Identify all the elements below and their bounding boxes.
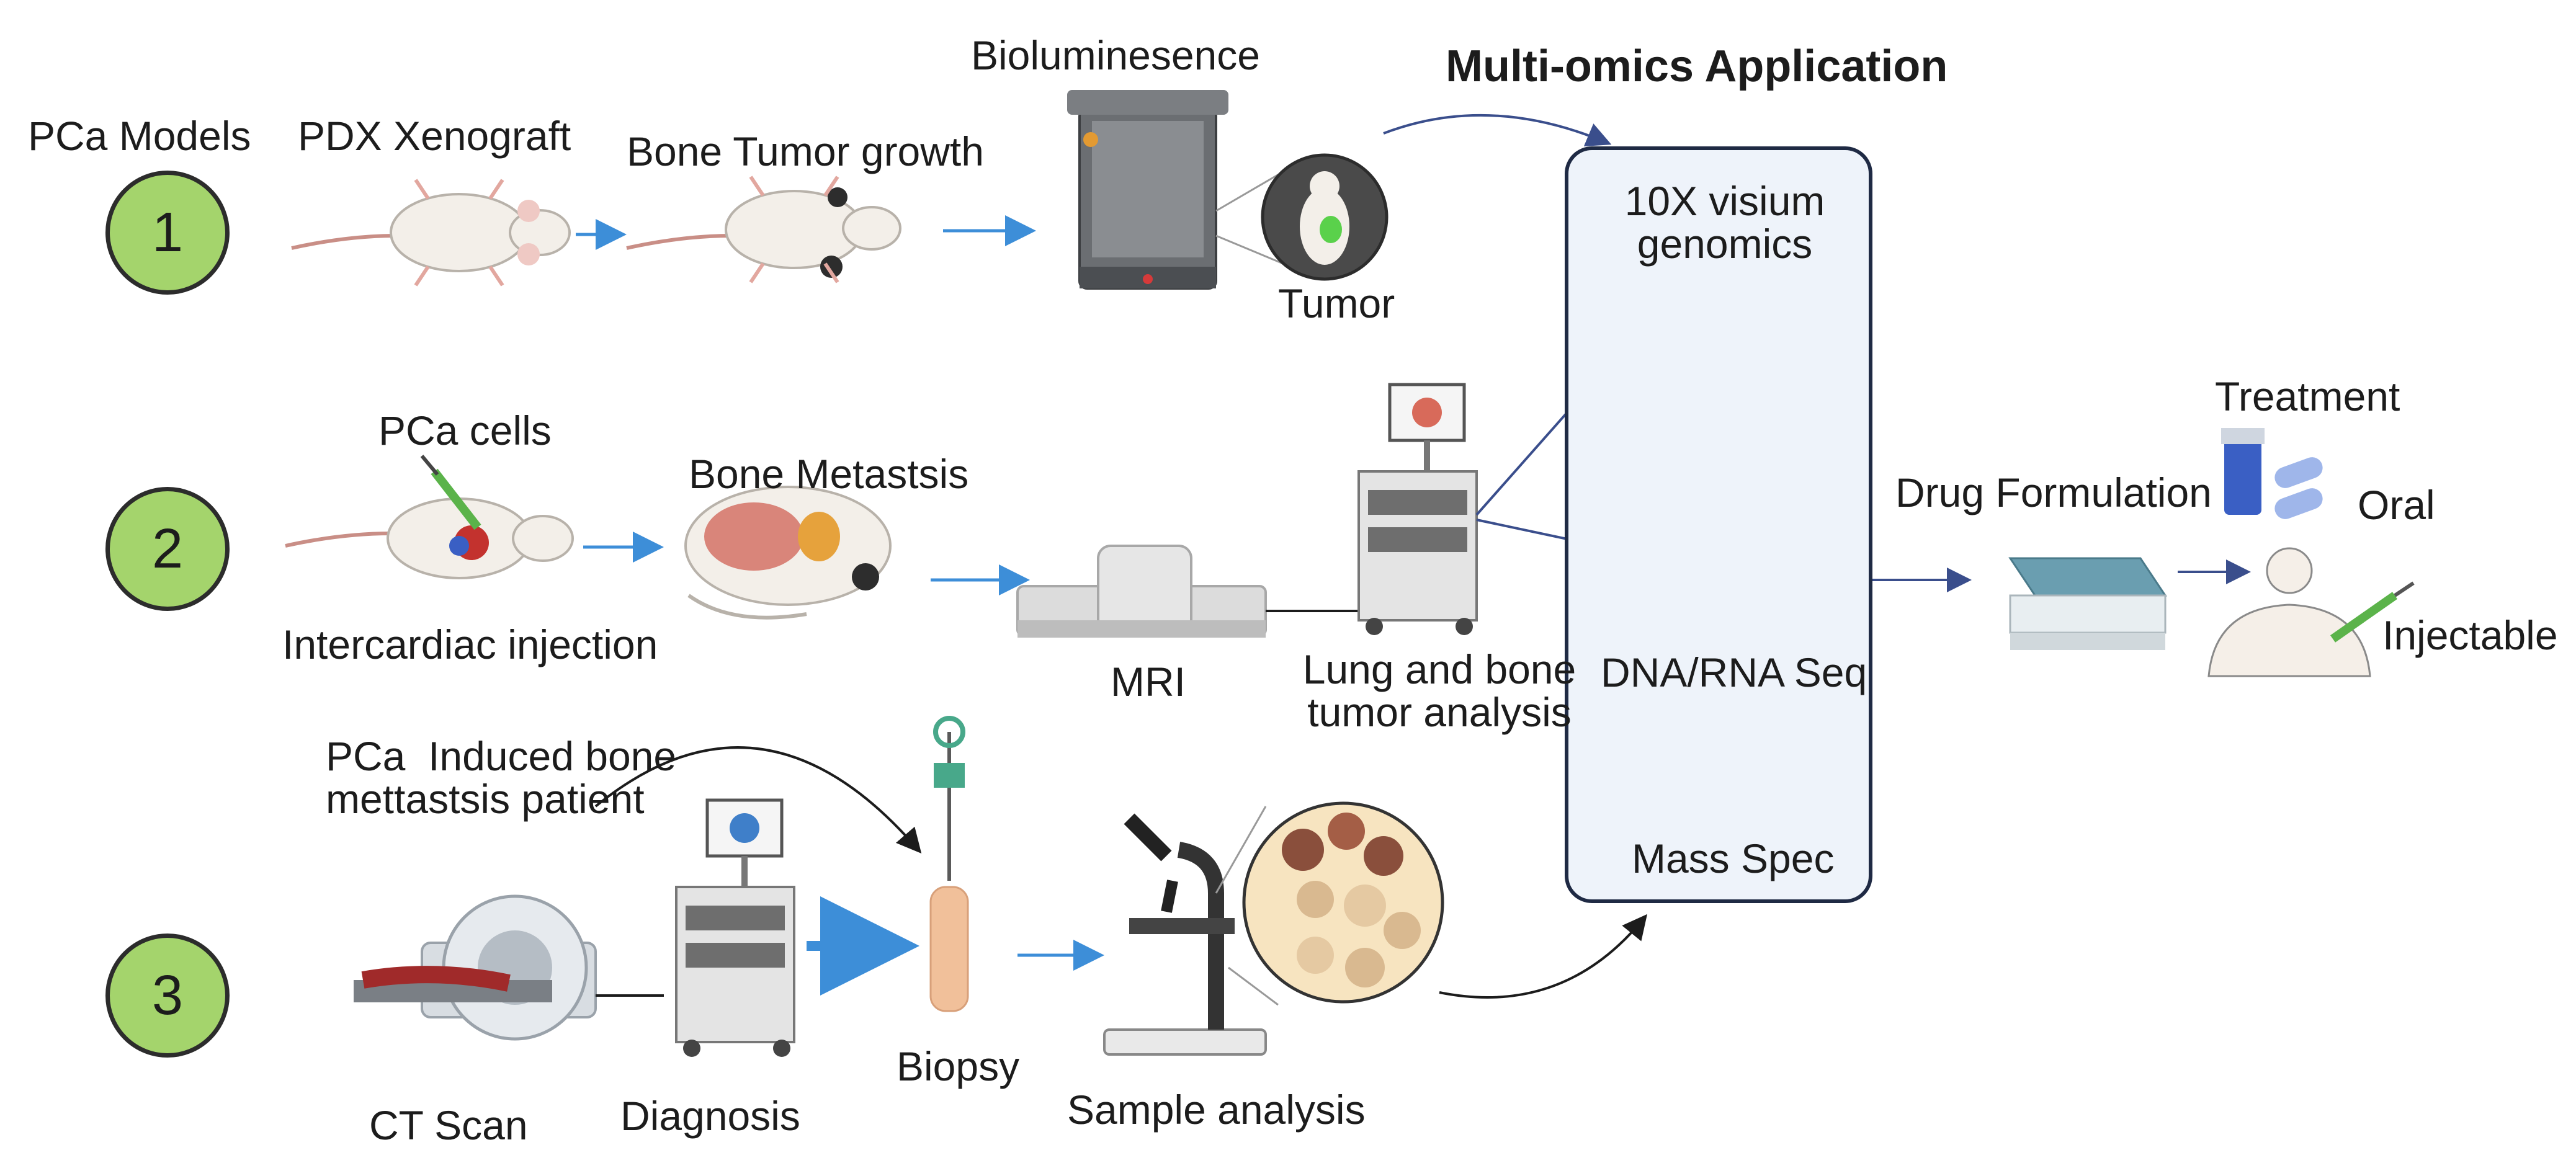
label-mass-spec: Mass Spec (1632, 835, 1835, 881)
biopsy-tube-icon (929, 716, 969, 1012)
drug-plate-icon (2008, 557, 2167, 650)
multi-omics-panel (1565, 146, 1872, 903)
label-oral: Oral (2358, 482, 2435, 528)
model-2-circle: 2 (105, 487, 230, 611)
model-1-number: 1 (151, 201, 184, 264)
label-diagnosis: Diagnosis (620, 1093, 800, 1139)
label-biopsy: Biopsy (897, 1043, 1020, 1089)
model-2-number: 2 (151, 517, 184, 580)
pdx-mouse-icon (291, 179, 571, 287)
pill-bottle-icon (2221, 428, 2265, 515)
label-dna-rna-seq: DNA/RNA Seq (1601, 649, 1867, 695)
label-injectable: Injectable (2382, 612, 2558, 658)
model-1-circle: 1 (105, 171, 230, 295)
patient-outline-icon (2207, 547, 2371, 677)
tumor-mouse-zoom-icon (1215, 153, 1389, 281)
mri-machine-icon (1016, 545, 1267, 638)
analysis-cart-icon (1357, 383, 1478, 635)
label-lung-bone-analysis: Lung and bone tumor analysis (1302, 646, 1576, 736)
diagnosis-cart-icon (675, 798, 795, 1057)
injection-mouse-icon (285, 455, 574, 579)
label-patient: PCa Induced bone mettastsis patient (326, 733, 677, 822)
microscope-icon (1103, 813, 1267, 1056)
models-heading: PCa Models (28, 113, 251, 159)
bioluminescence-imager-icon (1067, 90, 1228, 290)
model-3-circle: 3 (105, 934, 230, 1058)
label-injection: Intercardiac injection (282, 622, 658, 667)
label-drug-formulation: Drug Formulation (1895, 470, 2212, 515)
syringe-icon (2330, 581, 2415, 643)
label-pca-cells: PCa cells (378, 408, 552, 453)
capsule-icon (2274, 457, 2323, 519)
label-pdx: PDX Xenograft (298, 113, 571, 159)
label-ct-scan: CT Scan (369, 1102, 528, 1148)
tumor-mouse-icon (626, 176, 901, 283)
page-title: Multi-omics Application (1446, 42, 1948, 91)
metastasis-mouse-icon (684, 486, 892, 620)
label-treatment: Treatment (2215, 373, 2400, 419)
arrow-3-to-omics (1439, 914, 1648, 999)
arrow-1-to-omics (1383, 114, 1612, 147)
model-3-number: 3 (151, 964, 184, 1027)
label-bioluminescence: Bioluminesence (971, 32, 1260, 78)
label-bone-growth: Bone Tumor growth (627, 128, 984, 174)
label-metastasis: Bone Metastsis (689, 451, 969, 497)
label-mri: MRI (1111, 659, 1186, 705)
tissue-zoom-icon (1215, 801, 1444, 1006)
arrow-patient-to-biopsy (594, 746, 922, 854)
ct-scanner-icon (354, 894, 597, 1041)
label-tumor: Tumor (1278, 280, 1395, 326)
label-visium: 10X visium genomics (1624, 178, 1825, 267)
label-sample-analysis: Sample analysis (1067, 1087, 1366, 1133)
